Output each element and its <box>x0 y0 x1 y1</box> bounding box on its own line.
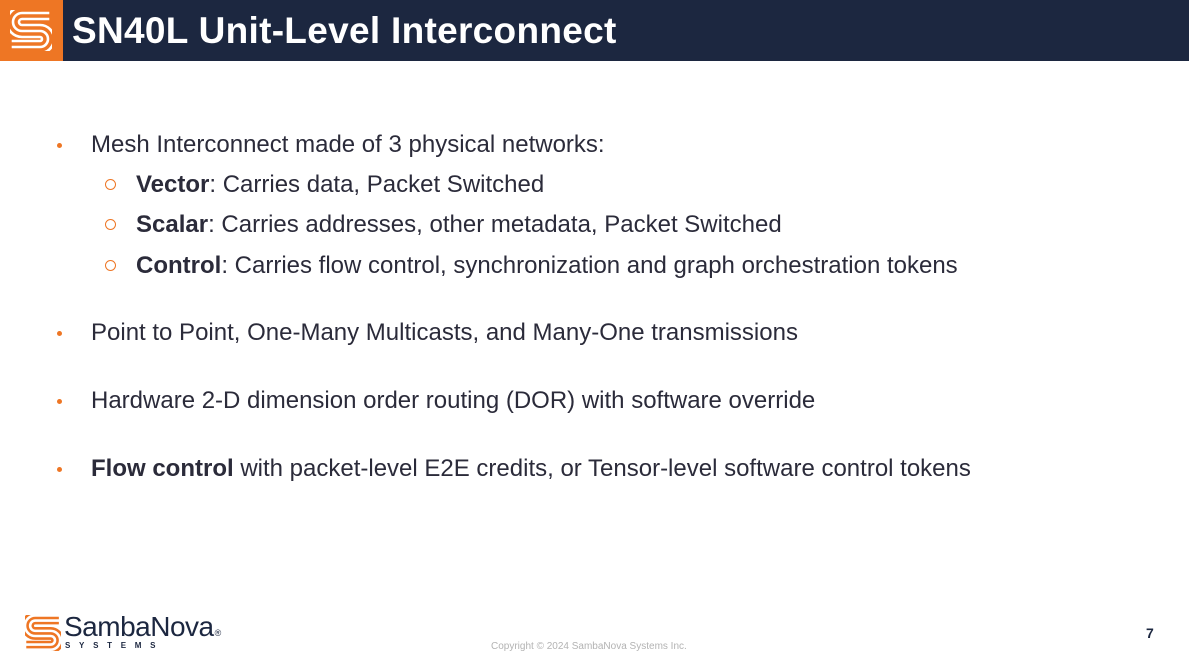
list-item-term: Flow control <box>91 455 234 482</box>
list-item: Hardware 2-D dimension order routing (DO… <box>91 386 815 416</box>
bullet-marker <box>57 331 62 336</box>
brand-name: SambaNova® <box>64 611 221 643</box>
sub-item-text: : Carries data, Packet Switched <box>209 171 545 198</box>
copyright-notice: Copyright © 2024 SambaNova Systems Inc. <box>491 641 687 652</box>
header-logo <box>0 0 63 61</box>
sub-item-term: Scalar <box>136 211 209 238</box>
list-item-text: Mesh Interconnect made of 3 physical net… <box>91 131 605 158</box>
list-item-text: Point to Point, One-Many Multicasts, and… <box>91 319 798 346</box>
sub-bullet-marker <box>105 219 116 230</box>
list-item: Mesh Interconnect made of 3 physical net… <box>91 130 605 160</box>
sub-list-item: Vector: Carries data, Packet Switched <box>136 170 544 200</box>
sub-bullet-marker <box>105 179 116 190</box>
list-item-text: Hardware 2-D dimension order routing (DO… <box>91 387 816 414</box>
page-title: SN40L Unit-Level Interconnect <box>72 10 617 51</box>
sub-item-term: Vector <box>136 171 210 198</box>
brand-registered-mark: ® <box>214 628 222 638</box>
sub-list-item: Control: Carries flow control, synchroni… <box>136 251 958 281</box>
list-item: Flow control with packet-level E2E credi… <box>91 454 971 484</box>
brand-subtitle: SYSTEMS <box>65 641 165 650</box>
sub-item-term: Control <box>136 252 222 279</box>
page-number: 7 <box>1146 625 1154 641</box>
slide-header: SN40L Unit-Level Interconnect <box>0 0 1189 61</box>
sub-bullet-marker <box>105 260 116 271</box>
sambanova-s-icon <box>10 10 52 51</box>
bullet-marker <box>57 143 62 148</box>
sub-list-item: Scalar: Carries addresses, other metadat… <box>136 210 782 240</box>
sub-item-text: : Carries flow control, synchronization … <box>221 252 958 279</box>
list-item-text: with packet-level E2E credits, or Tensor… <box>233 455 971 482</box>
brand-name-text: SambaNova <box>64 611 214 642</box>
bullet-marker <box>57 399 62 404</box>
sambanova-s-icon <box>25 615 61 651</box>
bullet-marker <box>57 467 62 472</box>
list-item: Point to Point, One-Many Multicasts, and… <box>91 318 798 348</box>
sub-item-text: : Carries addresses, other metadata, Pac… <box>208 211 782 238</box>
